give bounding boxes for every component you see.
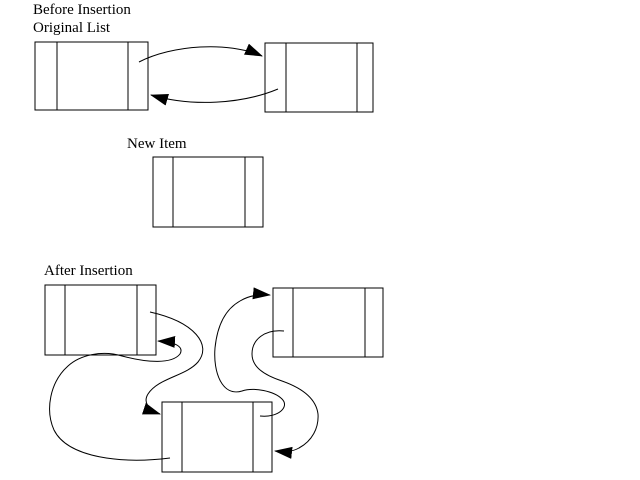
after-right-prev-pointer-arrow	[251, 330, 319, 459]
node-box	[44, 284, 157, 356]
before-prev-pointer-arrow	[150, 88, 279, 106]
after-left-node	[44, 284, 157, 356]
original-list-label: Original List	[33, 20, 111, 36]
before-right-node	[264, 42, 374, 113]
new-item-node	[152, 156, 264, 228]
before-next-pointer-arrow	[138, 43, 263, 63]
new-item-label: New Item	[127, 136, 187, 152]
after-right-node	[272, 287, 384, 358]
after-middle-next-pointer-arrow	[214, 287, 285, 417]
node-box	[161, 401, 273, 473]
after-left-next-pointer-arrow	[141, 311, 204, 415]
after-middle-node	[161, 401, 273, 473]
before-insertion-title: Before Insertion	[33, 2, 131, 18]
after-middle-prev-pointer-arrow	[49, 335, 182, 461]
before-left-node	[34, 41, 149, 111]
after-insertion-title: After Insertion	[44, 263, 133, 279]
node-box	[272, 287, 384, 358]
node-box	[34, 41, 149, 111]
node-box	[264, 42, 374, 113]
node-box	[152, 156, 264, 228]
